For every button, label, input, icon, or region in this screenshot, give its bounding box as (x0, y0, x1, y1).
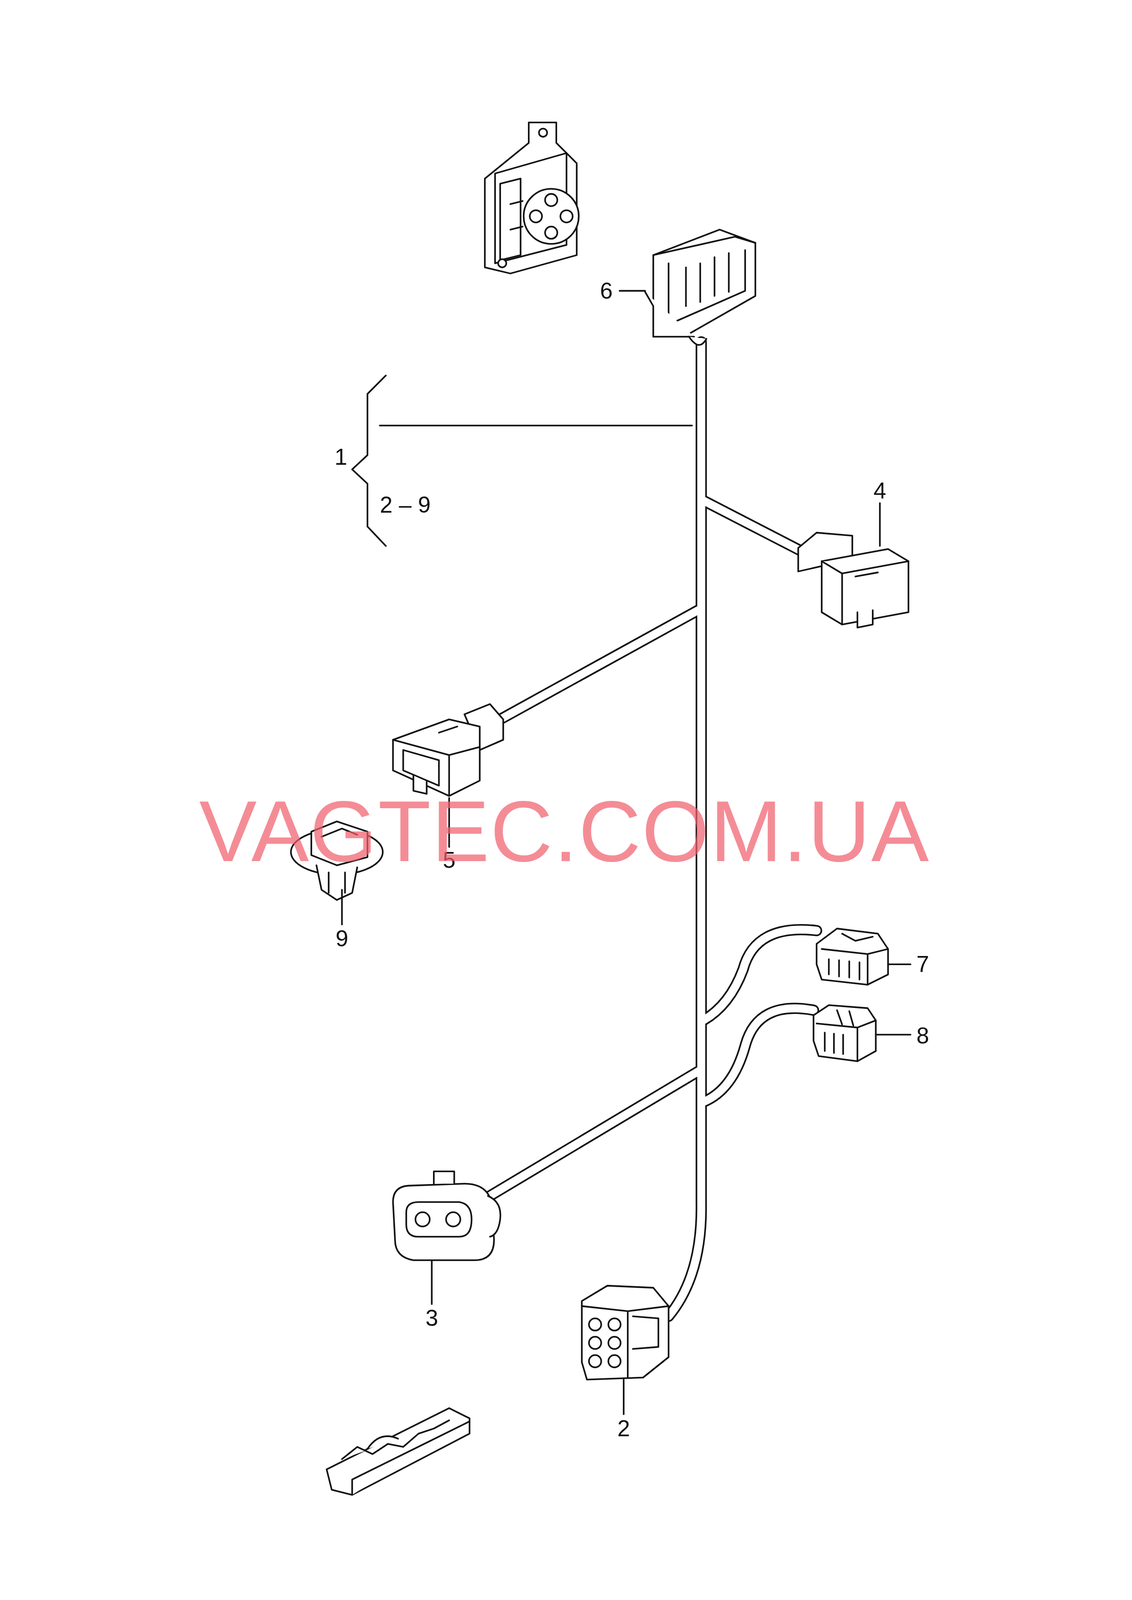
connector-4 (798, 532, 909, 628)
callout-number: 7 (916, 953, 929, 976)
terminal (326, 1408, 470, 1496)
connector-6 (645, 229, 756, 345)
watermark: VAGTEC.COM.UA (199, 788, 930, 876)
callout-number: 8 (916, 1024, 929, 1048)
callout-range: 2 – 9 (380, 493, 431, 517)
connector-5 (392, 704, 504, 797)
callout-number: 6 (599, 279, 613, 303)
grommet-bracket (485, 122, 580, 274)
connector-3 (392, 1171, 501, 1261)
group-bracket (352, 375, 693, 547)
callout-number: 1 (334, 445, 348, 469)
connector-8 (813, 1005, 876, 1062)
callout-number: 3 (425, 1307, 439, 1331)
callout-number: 2 (617, 1417, 631, 1441)
callout-number: 9 (335, 927, 349, 951)
connector-7 (816, 928, 889, 986)
connector-2 (581, 1286, 669, 1381)
callout-number: 4 (873, 479, 887, 503)
